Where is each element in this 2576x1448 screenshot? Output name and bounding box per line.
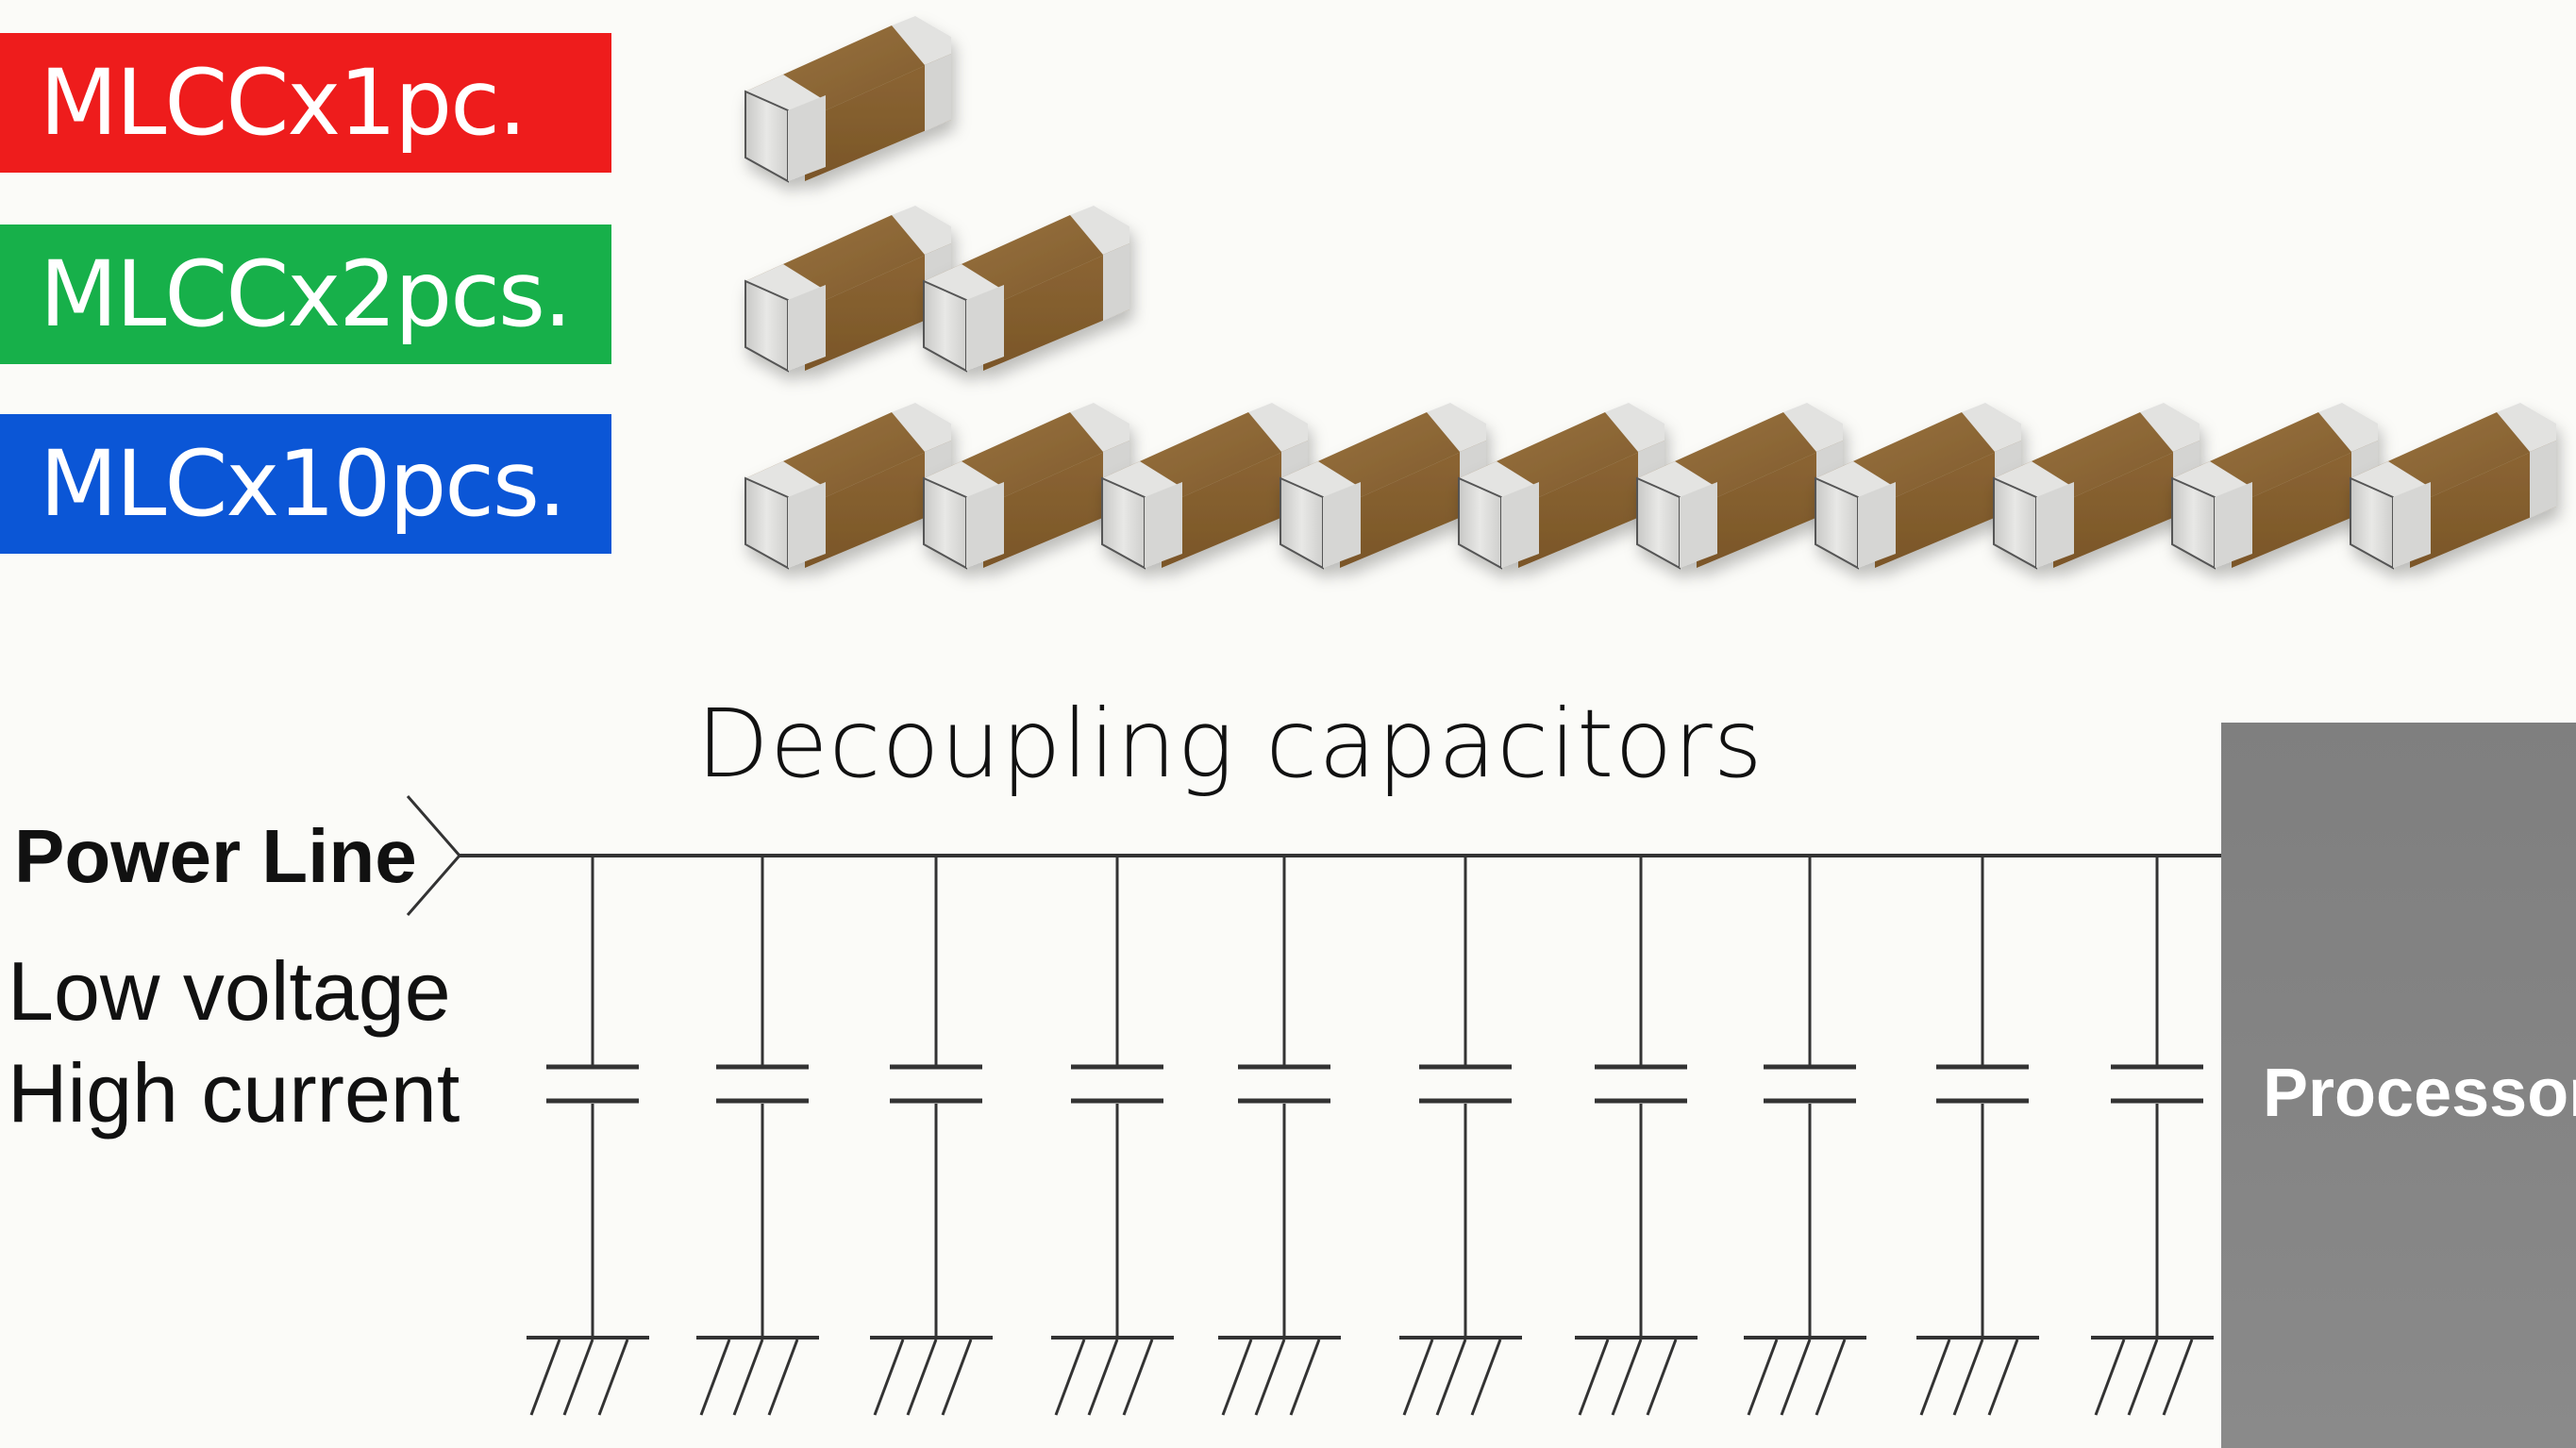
ground-symbol xyxy=(870,1336,993,1416)
high-current-label: High current xyxy=(8,1046,460,1140)
ground-symbol xyxy=(1218,1336,1341,1416)
decoupling-capacitor xyxy=(1744,856,1866,1416)
decoupling-capacitor xyxy=(2091,856,2214,1416)
ground-symbol xyxy=(527,1336,649,1416)
decoupling-capacitor xyxy=(527,856,649,1416)
power-line-arrow xyxy=(406,795,461,916)
low-voltage-label: Low voltage xyxy=(8,944,451,1038)
mlcc-chip xyxy=(1636,403,1843,570)
ground-symbol xyxy=(1916,1336,2039,1416)
decoupling-capacitor xyxy=(1051,856,1174,1416)
label-mlcc-2pcs: MLCCx2pcs. xyxy=(0,225,611,364)
mlcc-chip xyxy=(744,206,951,373)
mlcc-chip xyxy=(744,16,951,183)
decoupling-capacitor xyxy=(1916,856,2039,1416)
power-line-label: Power Line xyxy=(14,814,417,898)
mlcc-chip xyxy=(1280,403,1486,570)
mlcc-chip xyxy=(1993,403,2200,570)
processor-label: Processor xyxy=(2263,1056,2576,1131)
decoupling-capacitor xyxy=(1575,856,1698,1416)
mlcc-chip xyxy=(1101,403,1308,570)
mlcc-chip xyxy=(923,403,1129,570)
ground-symbol xyxy=(1575,1336,1698,1416)
mlcc-chip xyxy=(1815,403,2021,570)
decoupling-capacitor xyxy=(1399,856,1522,1416)
decoupling-capacitor xyxy=(696,856,819,1416)
mlcc-chip xyxy=(1458,403,1664,570)
label-mlcc-10pcs: MLCx10pcs. xyxy=(0,414,611,554)
mlcc-chip xyxy=(744,403,951,570)
diagram-title: Decoupling capacitors xyxy=(696,689,1764,799)
ground-symbol xyxy=(1744,1336,1866,1416)
ground-symbol xyxy=(1051,1336,1174,1416)
ground-symbol xyxy=(2091,1336,2214,1416)
decoupling-capacitor xyxy=(870,856,993,1416)
processor-block: Processor xyxy=(2221,723,2576,1448)
mlcc-chip xyxy=(2350,403,2556,570)
ground-symbol xyxy=(696,1336,819,1416)
label-mlcc-1pc: MLCCx1pc. xyxy=(0,33,611,173)
mlcc-chip xyxy=(2171,403,2378,570)
mlcc-chip xyxy=(923,206,1129,373)
decoupling-capacitor xyxy=(1218,856,1341,1416)
ground-symbol xyxy=(1399,1336,1522,1416)
